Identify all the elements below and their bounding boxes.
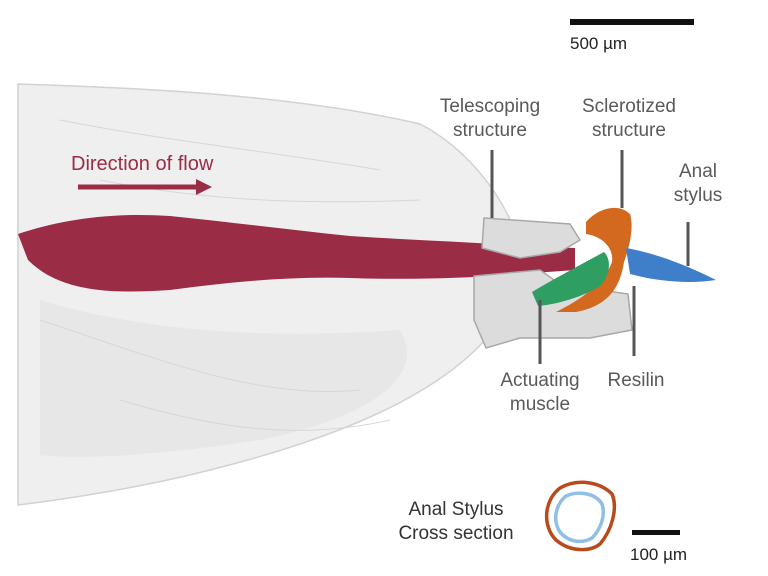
telescoping-structure: [481, 217, 582, 259]
scale-bar-main: [570, 19, 694, 25]
flow-arrow-head: [196, 179, 212, 195]
scale-bar-inset: [632, 530, 680, 535]
label-actuating-line1: Actuating: [500, 370, 580, 391]
anal-stylus: [626, 248, 716, 282]
label-cross-section-line1: Anal Stylus: [408, 499, 504, 520]
label-anal-stylus-line1: Anal: [678, 161, 718, 182]
label-anal-stylus: Anal stylus: [660, 160, 736, 208]
label-actuating-line2: muscle: [509, 394, 571, 415]
label-telescoping-structure: Telescoping structure: [426, 95, 554, 143]
cross-section-inner-ring: [554, 491, 605, 544]
label-actuating-muscle: Actuating muscle: [484, 369, 596, 417]
label-resilin: Resilin: [607, 370, 665, 391]
label-cross-section-line2: Cross section: [398, 523, 514, 544]
label-telescoping-line2: structure: [453, 120, 527, 141]
label-sclerotized-structure: Sclerotized structure: [566, 95, 692, 143]
label-anal-stylus-line2: stylus: [673, 185, 723, 206]
label-sclerotized-line2: structure: [592, 120, 666, 141]
label-cross-section: Anal Stylus Cross section: [390, 498, 522, 546]
label-telescoping-line1: Telescoping: [439, 96, 541, 117]
scale-bar-main-label: 500 µm: [570, 34, 628, 53]
abdomen-texture: [39, 119, 421, 431]
abdomen-inner-shading: [40, 300, 408, 457]
label-sclerotized-line1: Sclerotized: [582, 96, 676, 117]
scale-bar-inset-label: 100 µm: [630, 545, 688, 564]
sclerotized-structure: [556, 207, 632, 312]
hindgut: [18, 214, 575, 292]
actuating-muscle: [532, 252, 609, 306]
flow-label: Direction of flow: [71, 153, 214, 175]
